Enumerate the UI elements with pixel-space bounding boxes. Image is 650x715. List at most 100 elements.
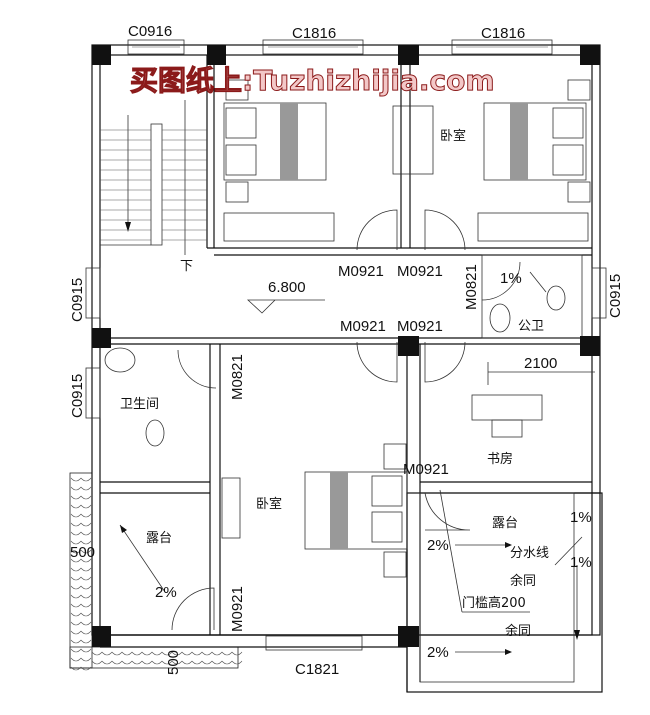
note-label: 余同 [505,623,531,639]
roof-tile [121,660,133,665]
roof-tile [70,531,82,536]
roof-tile [221,660,233,665]
roof-tile [161,651,173,656]
roof-tile [221,651,233,656]
roof-tile [171,651,183,656]
room-label: 书房 [487,451,513,467]
roof-tile [191,660,203,665]
desk-bottom [221,477,241,539]
roof-tile [101,660,113,665]
room-label: 露台 [492,516,518,531]
desk-top [392,105,434,175]
room-label: 公卫 [518,319,544,334]
drainage-arrows [119,271,583,655]
eave-dimension: 500 [70,544,95,561]
door-label: M0821 [463,264,480,310]
door-label: M0921 [340,318,386,335]
roof-tile [231,660,243,665]
roof-tile [70,585,82,590]
door-swings [171,209,521,631]
roof-tile [80,549,92,554]
roof-tile [80,513,92,518]
roof-tile [151,651,163,656]
roof-tile [70,495,82,500]
wardrobe-left [223,212,335,242]
roof-tile [80,603,92,608]
roof-tile [181,660,193,665]
door-label: M0921 [338,263,384,280]
study-desk [471,394,543,421]
elevation-label: 6.800 [268,279,306,296]
roof-tile [70,549,82,554]
roof-tile [70,522,82,527]
elevation-marker [246,299,325,314]
roof-tile [111,660,123,665]
roof-tile [131,660,143,665]
roof-tile [181,651,193,656]
staircase [100,100,207,255]
roof-tile [80,567,92,572]
window-label: C1816 [292,25,336,42]
roof-tile [80,585,92,590]
roof-tile [70,477,82,482]
roof-tile [80,531,92,536]
study-chair [491,419,523,438]
toilet-public [546,285,566,311]
columns [92,45,600,647]
toilet-bath [145,419,165,447]
room-label: 卫生间 [120,397,159,412]
note-label: 余同 [510,573,536,589]
roof-tile [70,621,82,626]
roof-tile [80,486,92,491]
roof-tile [80,639,92,644]
roof-tile [70,540,82,545]
washbasin [104,347,136,373]
eave-dimension: 500 [165,650,182,675]
roof-tile [80,612,92,617]
dimension-label: 2100 [524,355,557,372]
slope-label: 2% [155,584,177,601]
roof-tile [80,558,92,563]
door-label: M0921 [397,318,443,335]
door-label: M0921 [229,586,246,632]
slope-label: 1% [570,509,592,526]
roof-tile [70,486,82,491]
roof-tile [70,603,82,608]
roof-tile [111,651,123,656]
roof-tile [80,648,92,653]
wardrobe-right [477,212,589,242]
bed-bottom [304,443,408,578]
roof-tile [80,504,92,509]
roof-tile [70,657,82,662]
roof-tile [80,621,92,626]
door-label: M0921 [403,461,449,478]
stair-down-label: 下 [180,259,193,274]
slope-label: 2% [427,537,449,554]
roof-tile [80,666,92,671]
roof-tile [80,522,92,527]
roof-tile [171,660,183,665]
window-label: C1816 [481,25,525,42]
watermark: 买图纸上:Tuzhizhijia.com [130,64,495,97]
room-label: 卧室 [440,128,466,144]
roof-tile [91,651,103,656]
roof-tile [80,576,92,581]
bed-top-left [223,79,327,203]
roof-tile [80,540,92,545]
slope-label: 1% [570,554,592,571]
roof-tile [70,639,82,644]
ridge-line-label: 分水线 [510,546,549,561]
roof-tile [91,660,103,665]
roof-tile [131,651,143,656]
roof-tile [70,648,82,653]
slope-label: 2% [427,644,449,661]
roof-tile [70,513,82,518]
threshold-label: 门槛高200 [462,595,526,611]
roof-tile [80,630,92,635]
furniture [104,79,591,578]
bed-top-right [483,79,591,203]
window-label: C0915 [69,374,86,418]
roof-tile [70,612,82,617]
roof-tile [70,630,82,635]
